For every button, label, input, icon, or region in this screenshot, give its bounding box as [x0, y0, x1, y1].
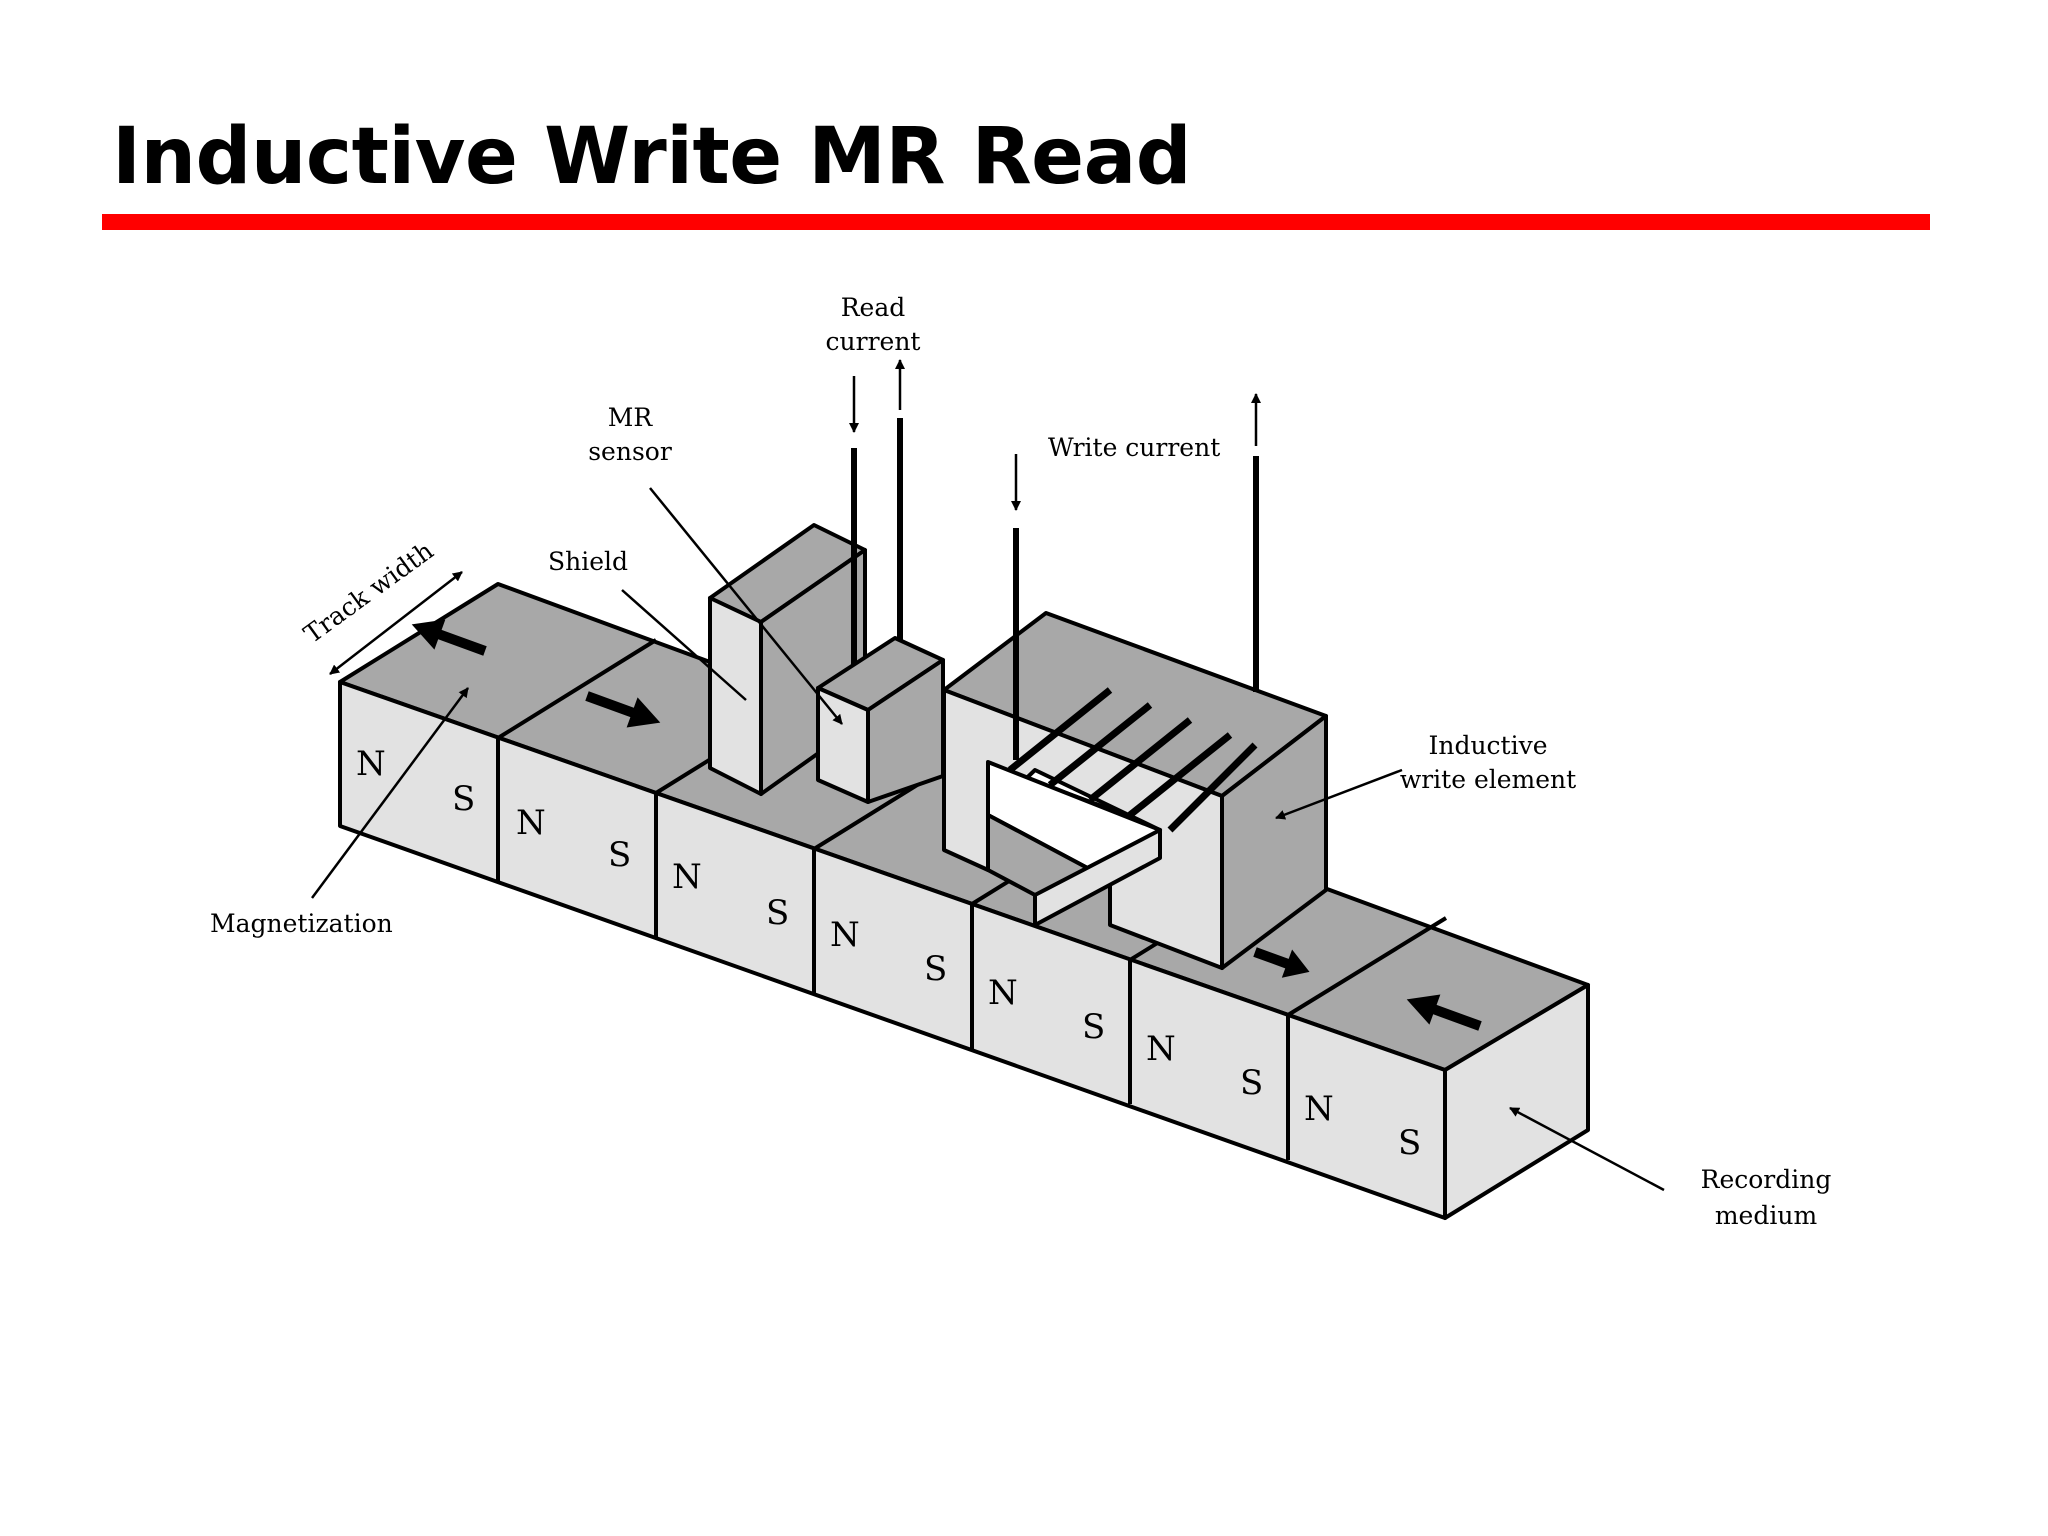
pole-s: S [1082, 1007, 1105, 1047]
write-current-leads [1013, 456, 1259, 760]
shield-leader [621, 589, 747, 701]
shield-label: Shield [548, 547, 628, 576]
magnetization-leader [310, 687, 470, 899]
mr-sensor-label: MR [608, 403, 654, 432]
pole-labels: N S N S N S N S N S N S N S [356, 744, 1421, 1163]
arrow-left-icon [1406, 994, 1482, 1031]
magnetization-label: Magnetization [210, 909, 393, 938]
write-current-label: Write current [1048, 433, 1220, 462]
pole-n: N [672, 857, 702, 897]
arrow-right-icon [585, 691, 661, 728]
read-current-leads [851, 418, 903, 688]
pole-n: N [988, 973, 1018, 1013]
inductive-leader [1275, 768, 1403, 820]
mr-sensor-label: sensor [588, 437, 672, 466]
pole-s: S [924, 949, 947, 989]
pole-s: S [452, 779, 475, 819]
inductive-write-element-label: Inductive [1428, 731, 1547, 760]
pole-n: N [1304, 1089, 1334, 1129]
track-width-arrow [329, 571, 463, 675]
mr-sensor-block [816, 636, 945, 804]
pole-n: N [356, 744, 386, 784]
pole-s: S [1398, 1123, 1421, 1163]
pole-n: N [516, 803, 546, 843]
read-current-label: current [826, 327, 921, 356]
mr-sensor-leader [649, 487, 843, 725]
pole-s: S [1240, 1063, 1263, 1103]
current-arrows [849, 359, 1261, 511]
title-underline [102, 214, 1930, 230]
pole-s: S [608, 835, 631, 875]
leader-lines [310, 487, 1665, 1192]
arrow-right-icon [1253, 947, 1310, 978]
read-current-label: Read [841, 293, 906, 322]
pole-n: N [830, 915, 860, 955]
pole-n: N [1146, 1029, 1176, 1069]
inductive-write-element-label: write element [1400, 765, 1576, 794]
pole-s: S [766, 893, 789, 933]
slide-title: Inductive Write MR Read [112, 112, 1192, 202]
diagram-labels: Read current MR sensor Write current Shi… [210, 293, 1831, 1230]
recording-medium-label: Recording [1701, 1165, 1832, 1194]
recording-medium-label: medium [1715, 1201, 1818, 1230]
recording-leader [1509, 1106, 1665, 1192]
